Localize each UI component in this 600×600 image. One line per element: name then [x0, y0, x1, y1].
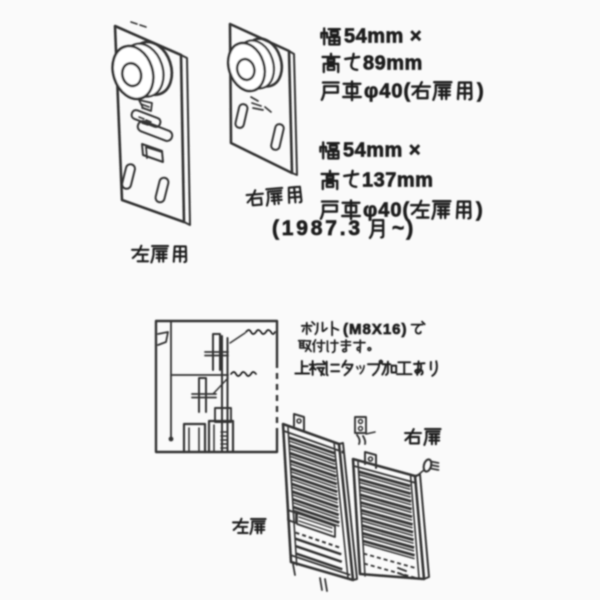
svg-text:89mm: 89mm [363, 53, 423, 75]
svg-text:137mm: 137mm [362, 170, 433, 192]
svg-text:): ) [477, 81, 484, 103]
svg-text:(M8X16): (M8X16) [343, 321, 408, 338]
svg-text:~): ~) [392, 217, 415, 240]
svg-text:): ) [476, 200, 483, 222]
svg-text:φ40(: φ40( [363, 200, 410, 222]
svg-text:54mm ×: 54mm × [344, 26, 422, 48]
svg-text:φ40(: φ40( [364, 81, 411, 103]
svg-text:54mm ×: 54mm × [343, 140, 421, 162]
svg-text:(1987.3: (1987.3 [272, 217, 363, 240]
